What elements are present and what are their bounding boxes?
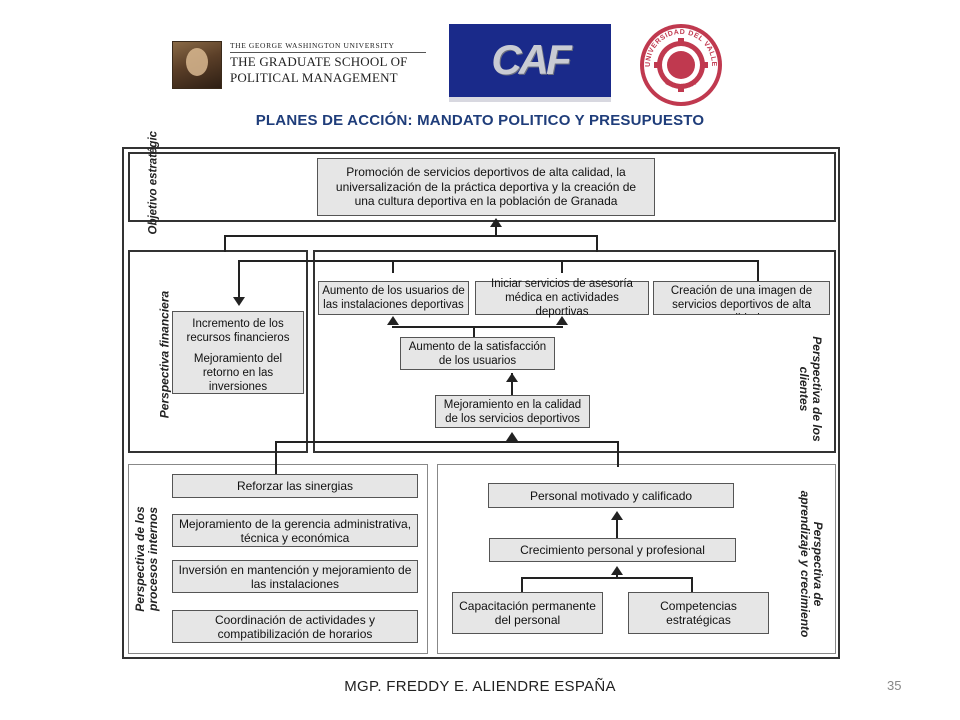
gw-logo-line1: THE GEORGE WASHINGTON UNIVERSITY [230, 41, 395, 50]
connector-line [521, 577, 693, 579]
diagram-frame [122, 147, 840, 659]
strategic-objective-box: Promoción de servicios deportivos de alt… [317, 158, 655, 216]
univ-seal-bottom-text: BOLIVIA [664, 79, 697, 90]
internal-investment-box: Inversión en mantención y mejoramiento d… [172, 560, 418, 593]
clients-quality-box: Mejoramiento en la calidad de los servic… [435, 395, 590, 428]
svg-text:BOLIVIA: BOLIVIA [664, 79, 698, 90]
connector-line [616, 571, 618, 579]
perspective-financial-label: Perspectiva financiera [157, 290, 172, 419]
gw-logo-rule [230, 52, 426, 53]
gw-logo-line2: THE GRADUATE SCHOOL OF [230, 54, 408, 69]
growth-development-box: Crecimiento personal y profesional [489, 538, 736, 562]
growth-motivated-box: Personal motivado y calificado [488, 483, 734, 508]
caf-logo-stripe [449, 97, 611, 102]
clients-users-box: Aumento de los usuarios de las instalaci… [318, 281, 469, 315]
internal-management-box: Mejoramiento de la gerencia administrati… [172, 514, 418, 547]
clients-zone [313, 250, 836, 453]
connector-line [616, 516, 618, 538]
internal-zone [128, 464, 428, 654]
connector-line [392, 260, 394, 273]
connector-line [473, 326, 475, 337]
growth-zone [437, 464, 836, 654]
universidad-del-valle-seal: UNIVERSIDAD DEL VALLE BOLIVIA [640, 24, 722, 106]
financial-box: Incremento de los recursos financieros M… [172, 311, 304, 394]
strategic-zone [128, 152, 836, 222]
connector-line [757, 260, 759, 281]
page-number: 35 [887, 678, 902, 693]
connector-line [224, 235, 226, 252]
connector-line [495, 224, 497, 236]
connector-line [521, 577, 523, 592]
connector-line [224, 235, 598, 237]
internal-synergy-box: Reforzar las sinergias [172, 474, 418, 498]
connector-line [511, 373, 513, 395]
growth-training-box: Capacitación permanente del personal [452, 592, 603, 634]
perspective-growth-label: Perspectiva de aprendizaje y crecimiento [798, 490, 825, 638]
connector-line [691, 577, 693, 592]
slide-title: PLANES DE ACCIÓN: MANDATO POLITICO Y PRE… [255, 112, 705, 129]
connector-line [617, 441, 619, 467]
clients-satisfaction-box: Aumento de la satisfacción de los usuari… [400, 337, 555, 370]
perspective-strategic-label: Objetivo estratégic [147, 130, 160, 235]
financial-item-returns: Mejoramiento del retorno en las inversio… [193, 353, 283, 393]
connector-line [596, 235, 598, 252]
footer-author: MGP. FREDDY E. ALIENDRE ESPAÑA [344, 678, 616, 695]
caf-logo: CAF [449, 24, 611, 102]
connector-line [275, 441, 277, 474]
financial-item-resources: Incremento de los recursos financieros [186, 318, 290, 344]
clients-medical-box: Iniciar servicios de asesoría médica en … [475, 278, 649, 318]
growth-competencies-box: Competencias estratégicas [628, 592, 769, 634]
clients-image-box: Creación de una imagen de servicios depo… [653, 281, 830, 315]
connector-line [238, 260, 240, 298]
connector-line [392, 326, 563, 328]
caf-logo-word: CAF [491, 36, 571, 83]
perspective-clients-label: Perspectiva de los clientes [797, 336, 824, 442]
perspective-internal-label: Perspectiva de los procesos internos [133, 506, 160, 612]
washington-portrait-icon [172, 41, 222, 89]
gw-logo-line3: POLITICAL MANAGEMENT [230, 70, 398, 85]
connector-line [275, 441, 619, 443]
connector-line [238, 260, 758, 262]
financial-zone [128, 250, 308, 453]
connector-line [561, 260, 563, 273]
connector-line [511, 438, 513, 443]
internal-coordination-box: Coordinación de actividades y compatibil… [172, 610, 418, 643]
